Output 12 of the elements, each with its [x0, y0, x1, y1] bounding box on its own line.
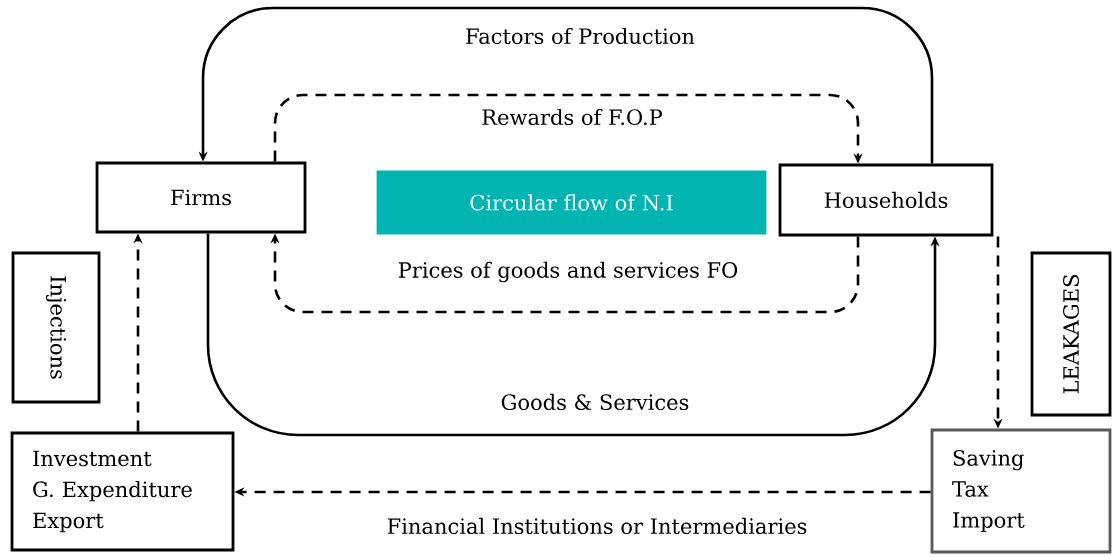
- edge-label: Factors of Production: [463, 25, 697, 47]
- edge-label: Goods & Services: [498, 391, 692, 413]
- edge-label: Financial Institutions or Intermediaries: [384, 515, 810, 537]
- label-box: Injections: [11, 251, 101, 404]
- list-box: Saving Tax Import: [930, 428, 1112, 554]
- label-box: LEAKAGES: [1030, 251, 1112, 417]
- label-box: Firms: [95, 161, 307, 234]
- list-box: Investment G. Expenditure Export: [10, 431, 235, 552]
- title-box: Circular flow of N.I: [376, 170, 767, 235]
- edge-label: Rewards of F.O.P: [479, 106, 665, 128]
- label-box: Households: [778, 163, 994, 237]
- edge-label: Prices of goods and services FO: [395, 259, 741, 285]
